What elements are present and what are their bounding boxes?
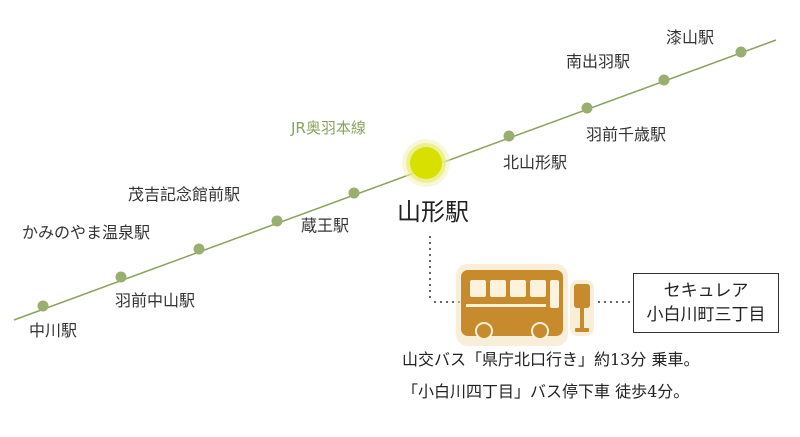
destination-address: 小白川町三丁目	[646, 305, 766, 325]
station-label-kita-yamagata: 北山形駅	[503, 153, 568, 172]
access-note-walk: 「小白川四丁目」バス停下車 徒歩4分。	[402, 382, 690, 401]
station-label-uzen-nakayama: 羽前中山駅	[115, 291, 196, 310]
station-label-urushiyama: 漆山駅	[666, 28, 715, 47]
station-label-yamagata: 山形駅	[397, 198, 469, 226]
station-dot-urushiyama	[735, 46, 747, 58]
bus-icon	[456, 264, 568, 346]
line-name-label: JR奥羽本線	[291, 119, 366, 137]
station-dot-zao	[348, 187, 360, 199]
railway-line	[13, 39, 777, 321]
station-dot-uzen-nakayama	[115, 271, 127, 283]
station-label-uzen-chitose: 羽前千歳駅	[586, 125, 667, 144]
station-dot-kita-yamagata	[503, 130, 515, 142]
station-dot-nakagawa	[37, 300, 49, 312]
main-station-marker	[402, 139, 450, 187]
station-label-zao: 蔵王駅	[301, 216, 350, 235]
station-dot-kaminoyama-onsen	[193, 243, 205, 255]
station-label-nakagawa: 中川駅	[29, 321, 78, 340]
station-label-mokichi-kinenkanmae: 茂吉記念館前駅	[128, 185, 241, 204]
station-label-kaminoyama-onsen: かみのやま温泉駅	[22, 223, 151, 242]
destination-box: セキュレア 小白川町三丁目	[633, 273, 779, 333]
station-label-minami-dewa: 南出羽駅	[566, 52, 631, 71]
bus-stop-icon	[570, 280, 594, 336]
destination-name: セキュレア	[663, 281, 749, 301]
station-dot-uzen-chitose	[581, 102, 593, 114]
access-note-bus: 山交バス「県庁北口行き」約13分 乗車。	[402, 350, 700, 369]
station-dot-minami-dewa	[658, 74, 670, 86]
station-dot-mokichi-kinenkanmae	[271, 215, 283, 227]
station-dots	[37, 46, 747, 312]
